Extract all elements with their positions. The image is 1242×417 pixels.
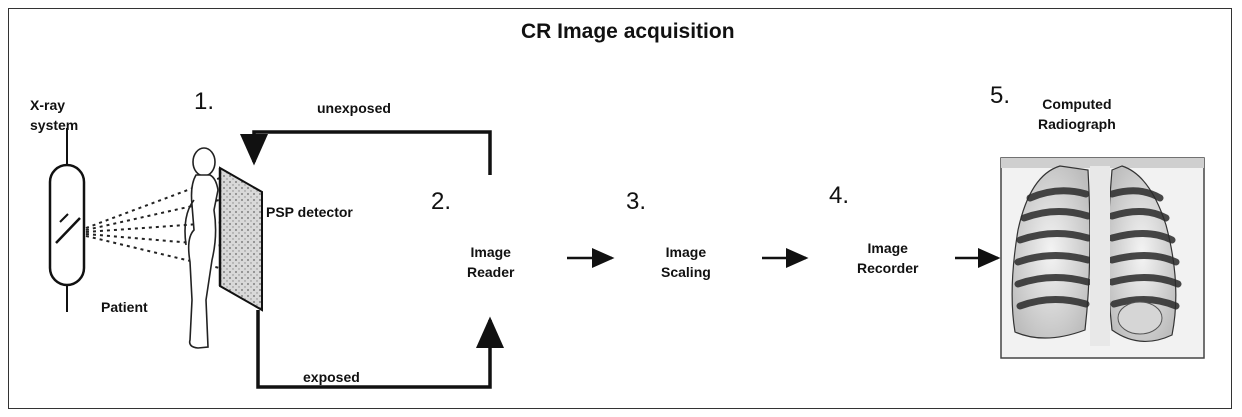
step-2-number: 2. [431,188,452,215]
step-5-number: 5. [990,82,1011,109]
step-3-number: 3. [626,188,647,215]
chest-radiograph-image [1000,157,1205,359]
xray-tube-icon [48,128,86,312]
step-4-number: 4. [829,182,850,209]
psp-detector-plate [218,166,263,312]
label-image-scaling: Image Scaling [661,244,711,280]
step-1-number: 1. [194,88,215,115]
label-unexposed: unexposed [317,100,391,116]
label-patient: Patient [101,299,148,315]
label-image-reader: Image Reader [467,244,515,280]
diagram-frame [8,8,1232,409]
unexposed-path-arrow [240,130,492,175]
label-xray-system: X-ray system [30,97,79,133]
label-image-recorder: Image Recorder [857,240,919,276]
label-exposed: exposed [303,369,360,385]
diagram-title: CR Image acquisition [521,20,735,43]
label-psp-detector: PSP detector [266,204,353,220]
exposed-path-arrow [256,310,504,389]
label-computed-radiograph: Computed Radiograph [1038,96,1116,132]
patient-silhouette-icon [184,147,219,349]
